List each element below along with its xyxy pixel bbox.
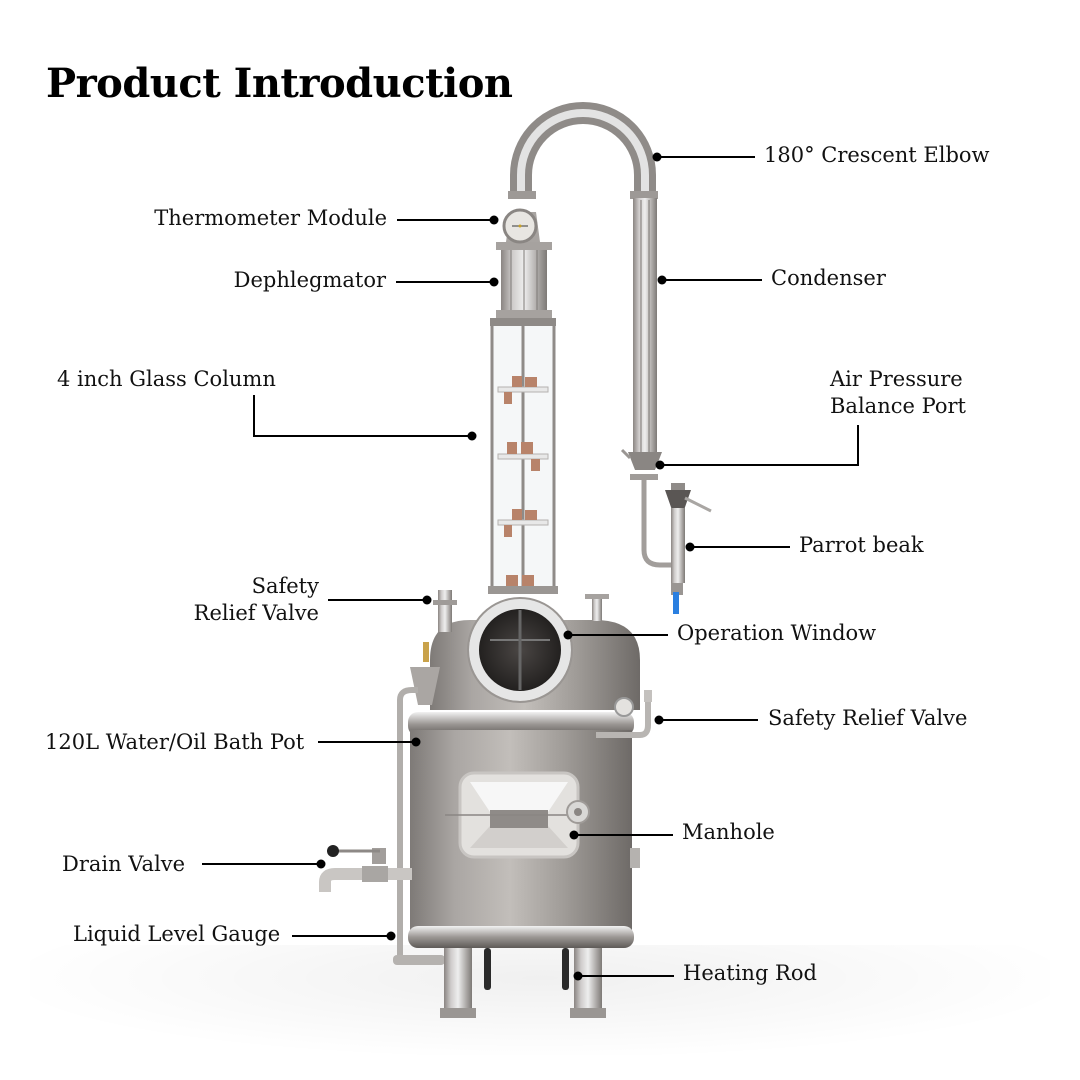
label-dephlegmator: Dephlegmator — [233, 268, 386, 292]
label-air-pressure-line1: Air Pressure — [830, 367, 963, 391]
right-safety-relief-valve — [596, 690, 652, 738]
label-bath-pot: 120L Water/Oil Bath Pot — [45, 730, 305, 754]
callout-lines — [202, 156, 859, 977]
label-safety-left-line1: Safety — [251, 574, 319, 598]
glass-column — [488, 326, 558, 594]
dephlegmator — [490, 242, 556, 326]
label-operation-window: Operation Window — [677, 621, 877, 645]
crescent-elbow — [508, 102, 658, 199]
label-heating-rod: Heating Rod — [683, 961, 817, 985]
manhole-handwheel — [566, 800, 590, 824]
label-crescent-elbow: 180° Crescent Elbow — [764, 143, 990, 167]
floor-shadow — [30, 945, 1050, 1055]
label-safety-left-line2: Relief Valve — [193, 601, 319, 625]
label-condenser: Condenser — [771, 266, 886, 290]
blue-valve-handle — [673, 592, 679, 614]
label-manhole: Manhole — [682, 820, 775, 844]
label-parrot-beak: Parrot beak — [799, 533, 924, 557]
drain-valve — [319, 845, 412, 892]
page-title: Product Introduction — [46, 60, 513, 107]
label-drain-valve: Drain Valve — [62, 852, 186, 876]
callout-line-air-pressure — [660, 425, 859, 466]
label-liquid-level-gauge: Liquid Level Gauge — [73, 922, 281, 946]
label-thermometer-module: Thermometer Module — [154, 206, 387, 230]
top-relief-valve — [438, 590, 452, 632]
label-safety-relief-valve-right: Safety Relief Valve — [768, 706, 968, 730]
label-safety-relief-valve-left: Safety Relief Valve — [194, 573, 319, 627]
condenser — [620, 198, 672, 568]
callout-dots — [316, 152, 695, 981]
support-legs — [440, 948, 606, 1018]
label-air-pressure-line2: Balance Port — [830, 394, 966, 418]
label-air-pressure-balance-port: Air Pressure Balance Port — [830, 366, 966, 420]
label-glass-column: 4 inch Glass Column — [57, 367, 276, 391]
thermometer-gauge — [502, 208, 540, 244]
side-port — [630, 848, 640, 868]
heating-rods — [484, 948, 569, 990]
bath-pot — [408, 712, 634, 948]
callout-line-glass-column — [253, 395, 472, 437]
parrot-beak — [665, 483, 712, 614]
operation-window — [467, 597, 573, 703]
